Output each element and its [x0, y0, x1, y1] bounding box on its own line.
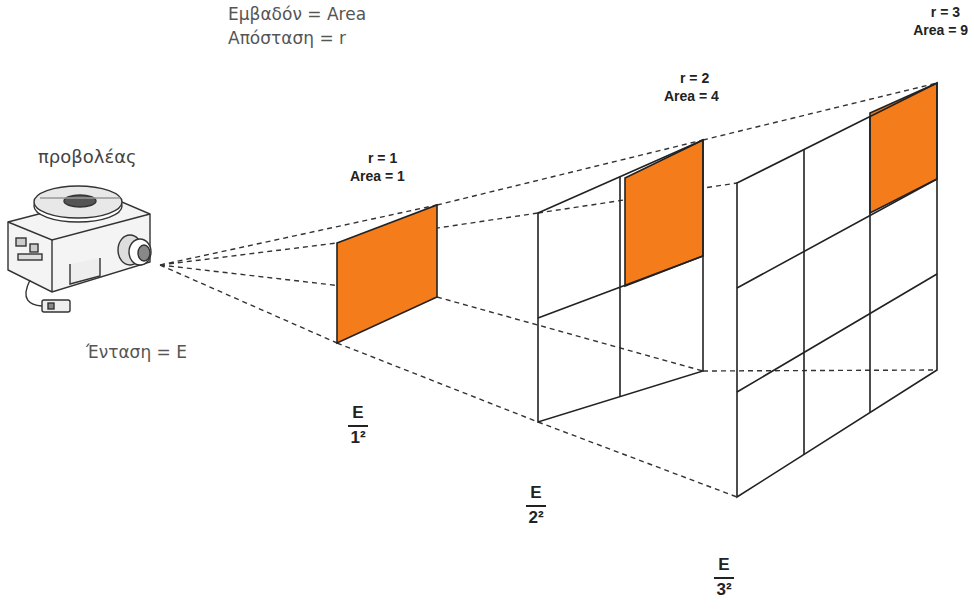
denominator: 3² [716, 579, 731, 600]
area-label: Area = 1 [350, 168, 405, 184]
plane-2 [538, 140, 703, 422]
legend-note: Εμβαδόν = Area [228, 4, 366, 24]
projector-drawing [8, 186, 151, 312]
projection-rays [160, 83, 937, 497]
fraction: E3² [714, 556, 733, 599]
fraction: E1² [348, 404, 367, 447]
fraction: E2² [526, 484, 545, 527]
distance-label: r = 3 [931, 4, 960, 20]
distance-label: r = 2 [680, 70, 709, 86]
area-label: Area = 9 [913, 22, 968, 38]
area-label: Area = 4 [664, 88, 719, 104]
distance-label: r = 1 [368, 150, 397, 166]
denominator: 2² [528, 507, 543, 528]
legend-note: Ένταση = E [86, 342, 187, 362]
numerator: E [348, 404, 367, 427]
device-label: προβολέας [38, 146, 137, 167]
plane-3 [737, 83, 937, 497]
legend-note: Απόσταση = r [228, 28, 346, 48]
plane-1 [337, 205, 437, 343]
denominator: 1² [350, 427, 365, 448]
numerator: E [526, 484, 545, 507]
numerator: E [714, 556, 733, 579]
